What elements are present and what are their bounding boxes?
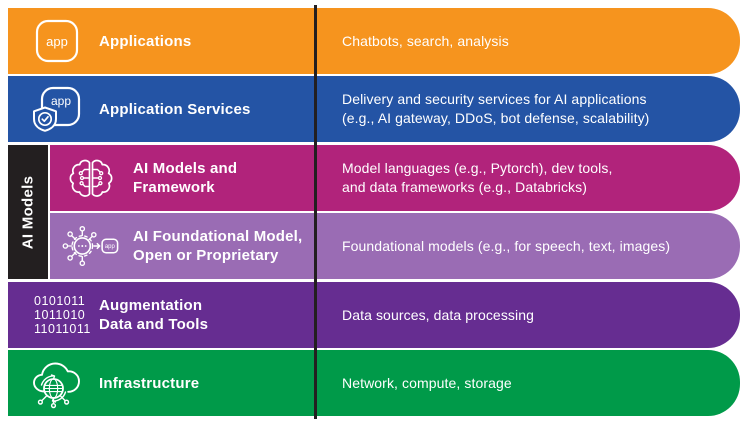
row-title-cell: Infrastructure bbox=[8, 350, 314, 416]
row-application-services: app Application Services Delivery and se… bbox=[8, 76, 740, 142]
svg-text:app: app bbox=[51, 94, 71, 108]
row-applications: app Applications Chatbots, search, analy… bbox=[8, 8, 740, 74]
row-description-cell: Foundational models (e.g., for speech, t… bbox=[314, 213, 740, 279]
sidebar-label: AI Models bbox=[19, 175, 37, 249]
row-description: Foundational models (e.g., for speech, t… bbox=[342, 237, 671, 254]
brain-circuit-icon bbox=[62, 156, 120, 200]
row-title: AI Foundational Model, Open or Proprieta… bbox=[133, 228, 303, 264]
row-ai-models-framework: AI Models and Framework Model languages … bbox=[50, 145, 740, 211]
row-description-cell: Model languages (e.g., Pytorch), dev too… bbox=[314, 145, 740, 211]
binary-text: 0101011 1011010 11011011 bbox=[34, 294, 91, 336]
row-title-cell: app Application Services bbox=[8, 76, 314, 142]
app-shield-icon: app bbox=[28, 84, 86, 134]
row-description-cell: Delivery and security services for AI ap… bbox=[314, 76, 740, 142]
row-description: Delivery and security services for AI ap… bbox=[342, 91, 650, 126]
row-infrastructure: Infrastructure Network, compute, storage bbox=[8, 350, 740, 416]
row-description: Data sources, data processing bbox=[342, 306, 535, 323]
row-title-cell: app Applications bbox=[8, 8, 314, 74]
row-title: Augmentation Data and Tools bbox=[99, 297, 209, 333]
row-description: Model languages (e.g., Pytorch), dev too… bbox=[342, 160, 613, 195]
row-title: AI Models and Framework bbox=[133, 160, 238, 196]
row-augmentation-data-tools: 0101011 1011010 11011011 Augmentation Da… bbox=[8, 282, 740, 348]
row-description-cell: Chatbots, search, analysis bbox=[314, 8, 740, 74]
row-description-cell: Network, compute, storage bbox=[314, 350, 740, 416]
row-title: Infrastructure bbox=[99, 374, 200, 392]
row-title-cell: AI Models and Framework bbox=[50, 145, 314, 211]
row-description: Chatbots, search, analysis bbox=[342, 32, 509, 49]
ai-models-sidebar: AI Models bbox=[8, 145, 48, 279]
row-description: Network, compute, storage bbox=[342, 374, 512, 391]
row-description-cell: Data sources, data processing bbox=[314, 282, 740, 348]
svg-text:app: app bbox=[105, 244, 116, 250]
row-ai-foundational-model: app AI Foundational Model, Open or Propr… bbox=[50, 213, 740, 279]
svg-text:app: app bbox=[46, 34, 68, 49]
row-title-cell: 0101011 1011010 11011011 Augmentation Da… bbox=[8, 282, 314, 348]
model-hub-icon: app bbox=[62, 222, 120, 270]
app-icon: app bbox=[28, 18, 86, 64]
binary-data-icon: 0101011 1011010 11011011 bbox=[28, 294, 91, 336]
row-title-cell: app AI Foundational Model, Open or Propr… bbox=[50, 213, 314, 279]
row-title: Application Services bbox=[99, 100, 251, 118]
divider-line bbox=[314, 5, 317, 419]
row-title: Applications bbox=[99, 32, 192, 50]
cloud-network-icon bbox=[28, 355, 86, 411]
